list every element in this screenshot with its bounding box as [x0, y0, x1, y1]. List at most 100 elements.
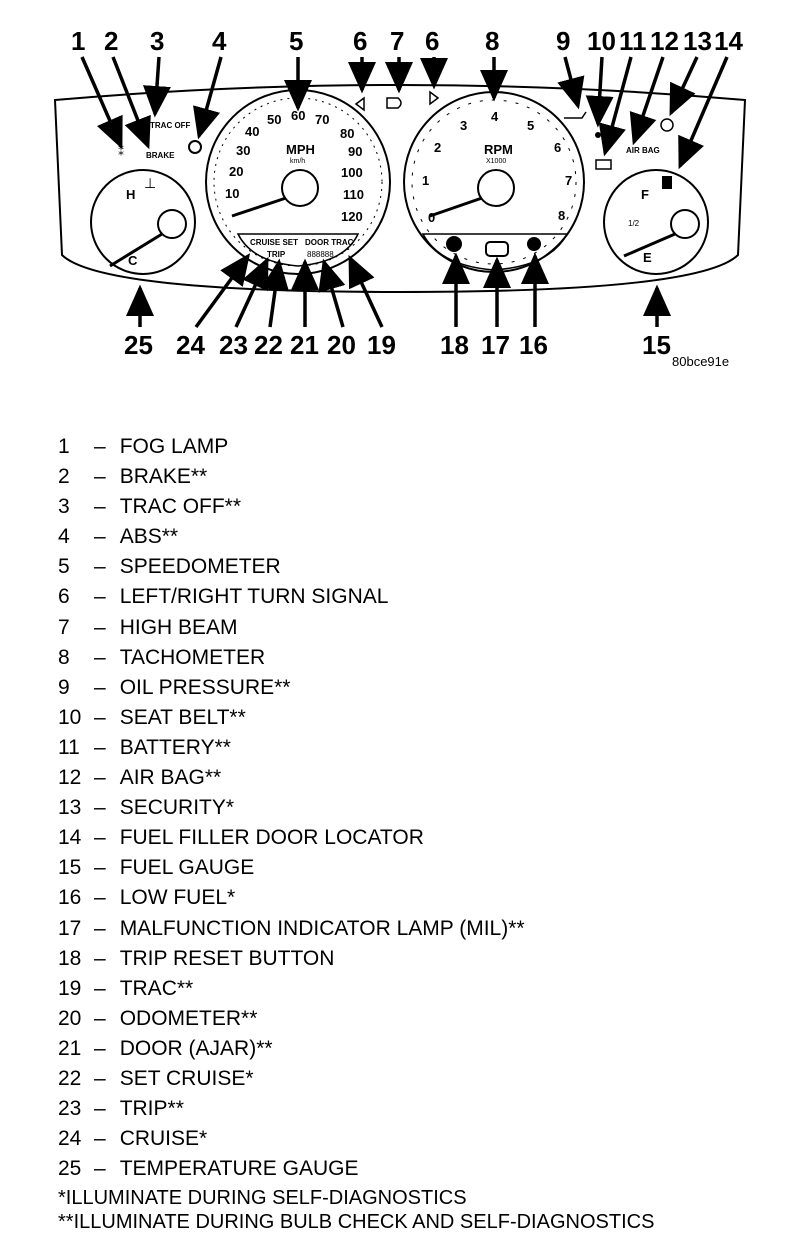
callout-21: 21	[290, 330, 319, 360]
fuel-half-label: 1/2	[628, 219, 640, 228]
cruise-set-label: CRUISE SET	[250, 238, 298, 247]
rpm-tick-0: 0	[428, 210, 435, 225]
legend-number: 3	[58, 495, 70, 519]
temp-high-label: H	[126, 187, 135, 202]
legend-item: 7–HIGH BEAM	[58, 613, 778, 643]
kmh-label: km/h	[290, 158, 305, 165]
legend-item: 17–MALFUNCTION INDICATOR LAMP (MIL)**	[58, 914, 778, 944]
callout-12: 12	[650, 26, 679, 56]
legend-label: SPEEDOMETER	[119, 555, 281, 579]
trac-off-label: TRAC OFF	[150, 121, 191, 130]
callout-14: 14	[714, 26, 743, 56]
legend-item: 16–LOW FUEL*	[58, 883, 778, 913]
legend-dash: –	[94, 1097, 106, 1121]
legend-item: 6–LEFT/RIGHT TURN SIGNAL	[58, 582, 778, 612]
tachometer: RPM X1000 0 1 2 3 4 5 6 7 8	[403, 91, 585, 273]
footnote-double-asterisk: **ILLUMINATE DURING BULB CHECK AND SELF-…	[58, 1211, 655, 1233]
legend-label: CRUISE*	[119, 1127, 208, 1151]
callout-25: 25	[124, 330, 153, 360]
callout-18: 18	[440, 330, 469, 360]
callout-9: 9	[556, 26, 570, 56]
legend-number: 22	[58, 1066, 82, 1090]
fuel-empty-label: E	[643, 250, 652, 265]
callout-8: 8	[485, 26, 499, 56]
temperature-gauge: H C ⊥	[90, 169, 196, 275]
legend-number: 1	[58, 435, 70, 458]
callout-1: 1	[71, 26, 85, 56]
legend-dash: –	[94, 705, 106, 729]
coolant-temp-icon: ⊥	[144, 175, 156, 191]
legend-label: TACHOMETER	[119, 645, 266, 669]
legend-item: 1–FOG LAMP	[58, 432, 778, 462]
callout-22: 22	[254, 330, 283, 360]
legend-label: LOW FUEL*	[119, 886, 236, 910]
legend-item: 13–SECURITY*	[58, 793, 778, 823]
legend-item: 23–TRIP**	[58, 1094, 778, 1124]
callout-numbers-top: 1 2 3 4 5 6 7 6 8 9 10 11 12 13 14	[71, 26, 743, 56]
figure-code: 80bce91e	[672, 354, 729, 369]
legend-label: TRAC OFF**	[119, 495, 242, 519]
legend-dash: –	[94, 1127, 106, 1151]
legend-item: 19–TRAC**	[58, 974, 778, 1004]
legend-label: SECURITY*	[119, 796, 235, 820]
callout-19: 19	[367, 330, 396, 360]
legend-number: 20	[58, 1006, 82, 1030]
legend-item: 10–SEAT BELT**	[58, 703, 778, 733]
legend-label: FOG LAMP	[119, 435, 229, 458]
legend-label: ODOMETER**	[119, 1006, 258, 1030]
speed-tick-80: 80	[340, 126, 354, 141]
legend-dash: –	[94, 1157, 106, 1181]
legend-number: 10	[58, 705, 82, 729]
seat-belt-icon	[595, 132, 601, 138]
legend-label: DOOR (AJAR)**	[119, 1036, 273, 1060]
legend-label: LEFT/RIGHT TURN SIGNAL	[119, 585, 389, 609]
rpm-tick-3: 3	[460, 118, 467, 133]
legend-item: 15–FUEL GAUGE	[58, 853, 778, 883]
legend-item: 21–DOOR (AJAR)**	[58, 1034, 778, 1064]
legend-number: 23	[58, 1097, 82, 1121]
oil-pressure-icon	[564, 111, 587, 119]
legend-item: 2–BRAKE**	[58, 462, 778, 492]
legend-dash: –	[94, 796, 106, 820]
legend-label: OIL PRESSURE**	[119, 675, 291, 699]
right-turn-icon	[429, 90, 440, 106]
rpm-tick-7: 7	[565, 173, 572, 188]
callout-24: 24	[176, 330, 205, 360]
speed-tick-20: 20	[229, 164, 243, 179]
callout-numbers-bottom: 25 24 23 22 21 20 19 18 17 16 15	[124, 330, 671, 360]
legend-item: 3–TRAC OFF**	[58, 492, 778, 522]
instrument-cluster-diagram: H C ⊥ MPH km/h 10 20 30 40 50 60 70 80 9…	[53, 26, 747, 369]
speed-tick-100: 100	[341, 165, 363, 180]
legend-dash: –	[94, 525, 106, 549]
callout-6-left: 6	[353, 26, 367, 56]
legend-label: AIR BAG**	[119, 766, 222, 790]
temp-cold-label: C	[128, 253, 138, 268]
odometer-digits: 888888	[307, 250, 334, 259]
legend-dash: –	[94, 735, 106, 759]
odometer-window: CRUISE SET TRIP DOOR TRAC 888888	[236, 233, 360, 267]
legend-item: 9–OIL PRESSURE**	[58, 673, 778, 703]
legend-number: 6	[58, 585, 70, 609]
fuel-full-label: F	[641, 187, 649, 202]
legend-number: 11	[58, 735, 80, 759]
speed-tick-40: 40	[245, 124, 259, 139]
legend-label: TRIP**	[119, 1097, 184, 1121]
security-icon	[660, 118, 674, 132]
legend-item: 25–TEMPERATURE GAUGE	[58, 1154, 778, 1184]
legend-number: 15	[58, 856, 82, 880]
fog-lamp-icon: ⁑	[118, 145, 124, 159]
callout-10: 10	[587, 26, 616, 56]
legend-label: HIGH BEAM	[119, 615, 238, 639]
legend-number: 18	[58, 946, 82, 970]
legend-label: BATTERY**	[119, 735, 231, 759]
high-beam-icon	[386, 97, 402, 109]
legend-number: 17	[58, 916, 82, 940]
callout-17: 17	[481, 330, 510, 360]
legend-dash: –	[94, 645, 106, 669]
rpm-unit-label: X1000	[486, 158, 506, 165]
legend-label: TRIP RESET BUTTON	[119, 946, 335, 970]
legend-dash: –	[94, 585, 106, 609]
legend-number: 19	[58, 976, 82, 1000]
warning-icons: ⁑ BRAKE TRAC OFF AIR BAG	[118, 90, 674, 170]
callout-16: 16	[519, 330, 548, 360]
